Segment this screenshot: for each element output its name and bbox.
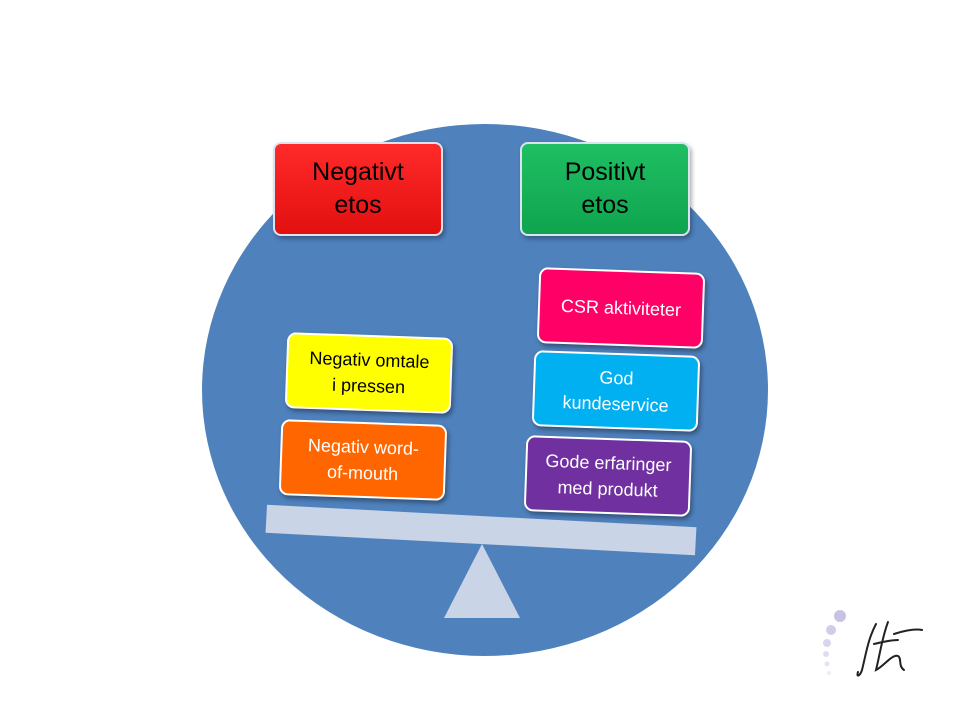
positive-ethos-header: Positivt etos [520,142,690,236]
negative-ethos-header: Negativt etos [273,142,443,236]
weight-negative-wom-label: Negativ word- of-mouth [307,435,420,485]
weight-negative-wom: Negativ word- of-mouth [278,419,448,501]
weight-product-experience-label: Gode erfaringer med produkt [545,450,672,501]
weight-customer-service: God kundeservice [531,350,701,432]
negative-ethos-label: Negativt etos [312,158,404,219]
weight-csr-label: CSR aktiviteter [560,295,682,321]
fulcrum-triangle [444,544,520,618]
weight-customer-service-label: God kundeservice [562,367,669,416]
weight-negative-press: Negativ omtale i pressen [284,332,454,414]
weight-product-experience: Gode erfaringer med produkt [523,435,693,517]
weight-negative-press-label: Negativ omtale i pressen [309,347,430,398]
weight-csr: CSR aktiviteter [536,267,706,349]
signature-logo-icon [823,610,923,677]
positive-ethos-label: Positivt etos [564,158,646,219]
